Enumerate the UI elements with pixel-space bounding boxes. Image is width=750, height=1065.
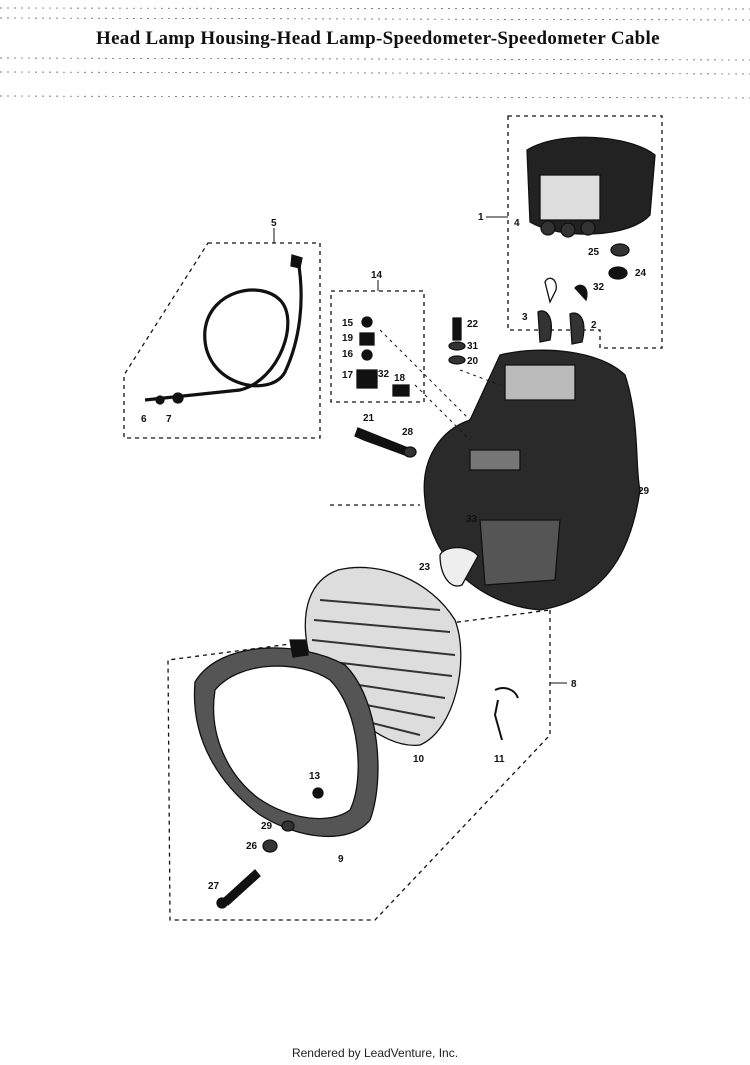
callout-15: 15 <box>342 318 354 329</box>
callout-19: 19 <box>342 333 354 344</box>
callout-13: 13 <box>309 771 321 782</box>
callout-32: 32 <box>593 282 605 293</box>
callout-18: 18 <box>394 373 406 384</box>
head-lamp-housing <box>423 349 641 611</box>
callout-16: 16 <box>342 349 354 360</box>
callout-27: 27 <box>208 881 220 892</box>
callout-5: 5 <box>271 218 277 229</box>
callout-2: 2 <box>591 320 597 331</box>
callout-29b: 29 <box>261 821 273 832</box>
lamp-rim <box>193 639 379 837</box>
callout-9: 9 <box>338 854 344 865</box>
page-title: Head Lamp Housing-Head Lamp-Speedometer-… <box>96 28 660 49</box>
callout-labels: 1 2 3 4 5 6 7 8 9 10 11 13 14 15 16 17 1… <box>141 212 650 892</box>
callout-25: 25 <box>588 247 600 258</box>
callout-29: 29 <box>638 486 650 497</box>
callout-24: 24 <box>635 268 647 279</box>
callout-31: 31 <box>467 341 479 352</box>
callout-20: 20 <box>467 356 479 367</box>
callout-32b: 32 <box>378 369 390 380</box>
callout-23: 23 <box>419 562 431 573</box>
callout-1: 1 <box>478 212 484 223</box>
callout-7: 7 <box>166 414 172 425</box>
small-parts-group <box>330 280 425 403</box>
screw-group <box>216 787 324 909</box>
callout-11: 11 <box>494 754 505 765</box>
callout-4: 4 <box>514 218 520 229</box>
wire-clip <box>493 687 519 741</box>
callout-10: 10 <box>413 754 425 765</box>
callout-28: 28 <box>402 427 414 438</box>
callout-8: 8 <box>571 679 577 690</box>
callout-3: 3 <box>522 312 528 323</box>
bolt-group <box>354 427 417 458</box>
exploded-diagram: 1 2 3 4 5 6 7 8 9 10 11 13 14 15 16 17 1… <box>123 115 663 921</box>
callout-6: 6 <box>141 414 147 425</box>
studs-group <box>448 317 466 365</box>
speedometer-group <box>486 115 663 349</box>
callout-22: 22 <box>467 319 479 330</box>
callout-14: 14 <box>371 270 383 281</box>
footer-credit: Rendered by LeadVenture, Inc. <box>291 1046 459 1060</box>
speedometer-cable-group <box>123 228 321 439</box>
callout-26: 26 <box>246 841 258 852</box>
callout-33: 33 <box>466 514 478 525</box>
lamp-group <box>167 504 567 921</box>
callout-17: 17 <box>342 370 354 381</box>
callout-21: 21 <box>363 413 375 424</box>
